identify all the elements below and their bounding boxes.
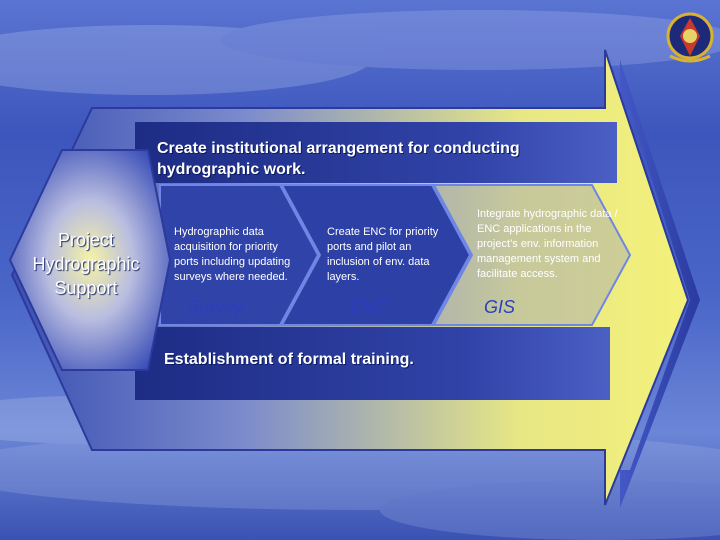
project-label-line-2: Hydrographic [32,254,140,274]
gis-chevron [432,184,632,326]
cloud-texture [0,10,720,540]
project-hexagon-label: Project Hydrographic Support [16,228,156,300]
top-banner-band [135,122,617,183]
enc-label: ENC [350,297,389,317]
project-hexagon [8,149,172,371]
gis-label: GIS [484,297,516,317]
bottom-banner-text: Establishment of formal training. [164,351,414,368]
survey-description: Hydrographic data acquisition for priori… [174,226,291,283]
bottom-banner-band [135,327,610,400]
project-label-line-3: Support [54,278,118,298]
enc-chevron [280,184,472,326]
survey-label: Survey [187,297,244,317]
top-banner-text: Create institutional arrangement for con… [157,140,520,178]
arrow-shadow-edge [620,60,700,508]
enc-description: Create ENC for priority ports and pilot … [327,226,439,283]
emblem-logo [666,12,714,63]
gis-description: Integrate hydrographic data / ENC applic… [477,208,618,280]
project-label-line-1: Project [57,230,115,250]
